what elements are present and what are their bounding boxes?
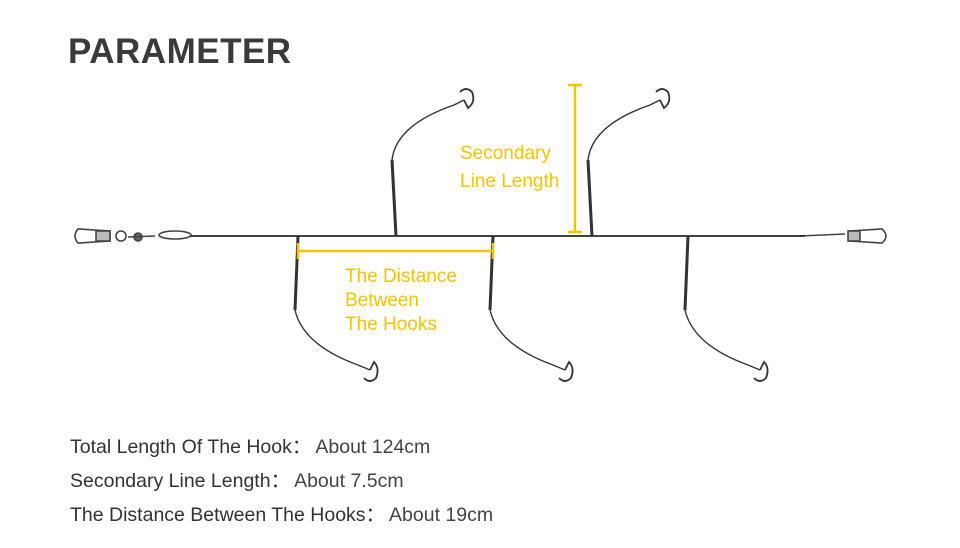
hook-icon xyxy=(558,360,574,382)
secondary-line-dimension xyxy=(568,83,582,234)
spec-value: About 124cm xyxy=(315,436,431,458)
branch-line xyxy=(489,309,566,371)
hook-icon xyxy=(753,360,769,382)
branch-sleeve xyxy=(390,159,398,237)
hook-distance-dimension xyxy=(296,243,495,259)
label-line: Secondary xyxy=(460,143,551,164)
label-line: The Hooks xyxy=(345,314,437,335)
right-snap-swivel-icon xyxy=(799,228,887,244)
branch-sleeve xyxy=(586,159,594,237)
branch-line xyxy=(587,99,661,161)
spec-row: Total Length Of The Hook：About 124cm xyxy=(70,432,493,466)
spec-key: Total Length Of The Hook： xyxy=(70,436,312,458)
hook-icon xyxy=(459,88,475,110)
branch-line xyxy=(684,309,761,371)
label-line: Line Length xyxy=(460,171,560,192)
specs-list: Total Length Of The Hook：About 124cm Sec… xyxy=(70,432,493,534)
spec-key: Secondary Line Length： xyxy=(70,470,291,492)
spec-value: About 7.5cm xyxy=(294,470,404,492)
branch-line xyxy=(294,309,371,371)
hook-icon xyxy=(655,88,671,110)
left-snap-swivel-icon xyxy=(74,228,192,244)
hook-icon xyxy=(363,360,379,382)
page-title: PARAMETER xyxy=(68,32,292,71)
secondary-line-label: Secondary Line Length xyxy=(460,142,559,194)
hook-distance-label: The Distance Between The Hooks xyxy=(345,265,457,337)
spec-row: The Distance Between The Hooks：About 19c… xyxy=(70,500,493,534)
branch-line xyxy=(391,99,465,161)
spec-key: The Distance Between The Hooks： xyxy=(70,504,386,526)
branch-sleeve xyxy=(683,235,690,311)
label-line: The Distance xyxy=(345,266,457,287)
spec-row: Secondary Line Length：About 7.5cm xyxy=(70,466,493,500)
spec-value: About 19cm xyxy=(389,504,494,526)
label-line: Between xyxy=(345,290,419,311)
